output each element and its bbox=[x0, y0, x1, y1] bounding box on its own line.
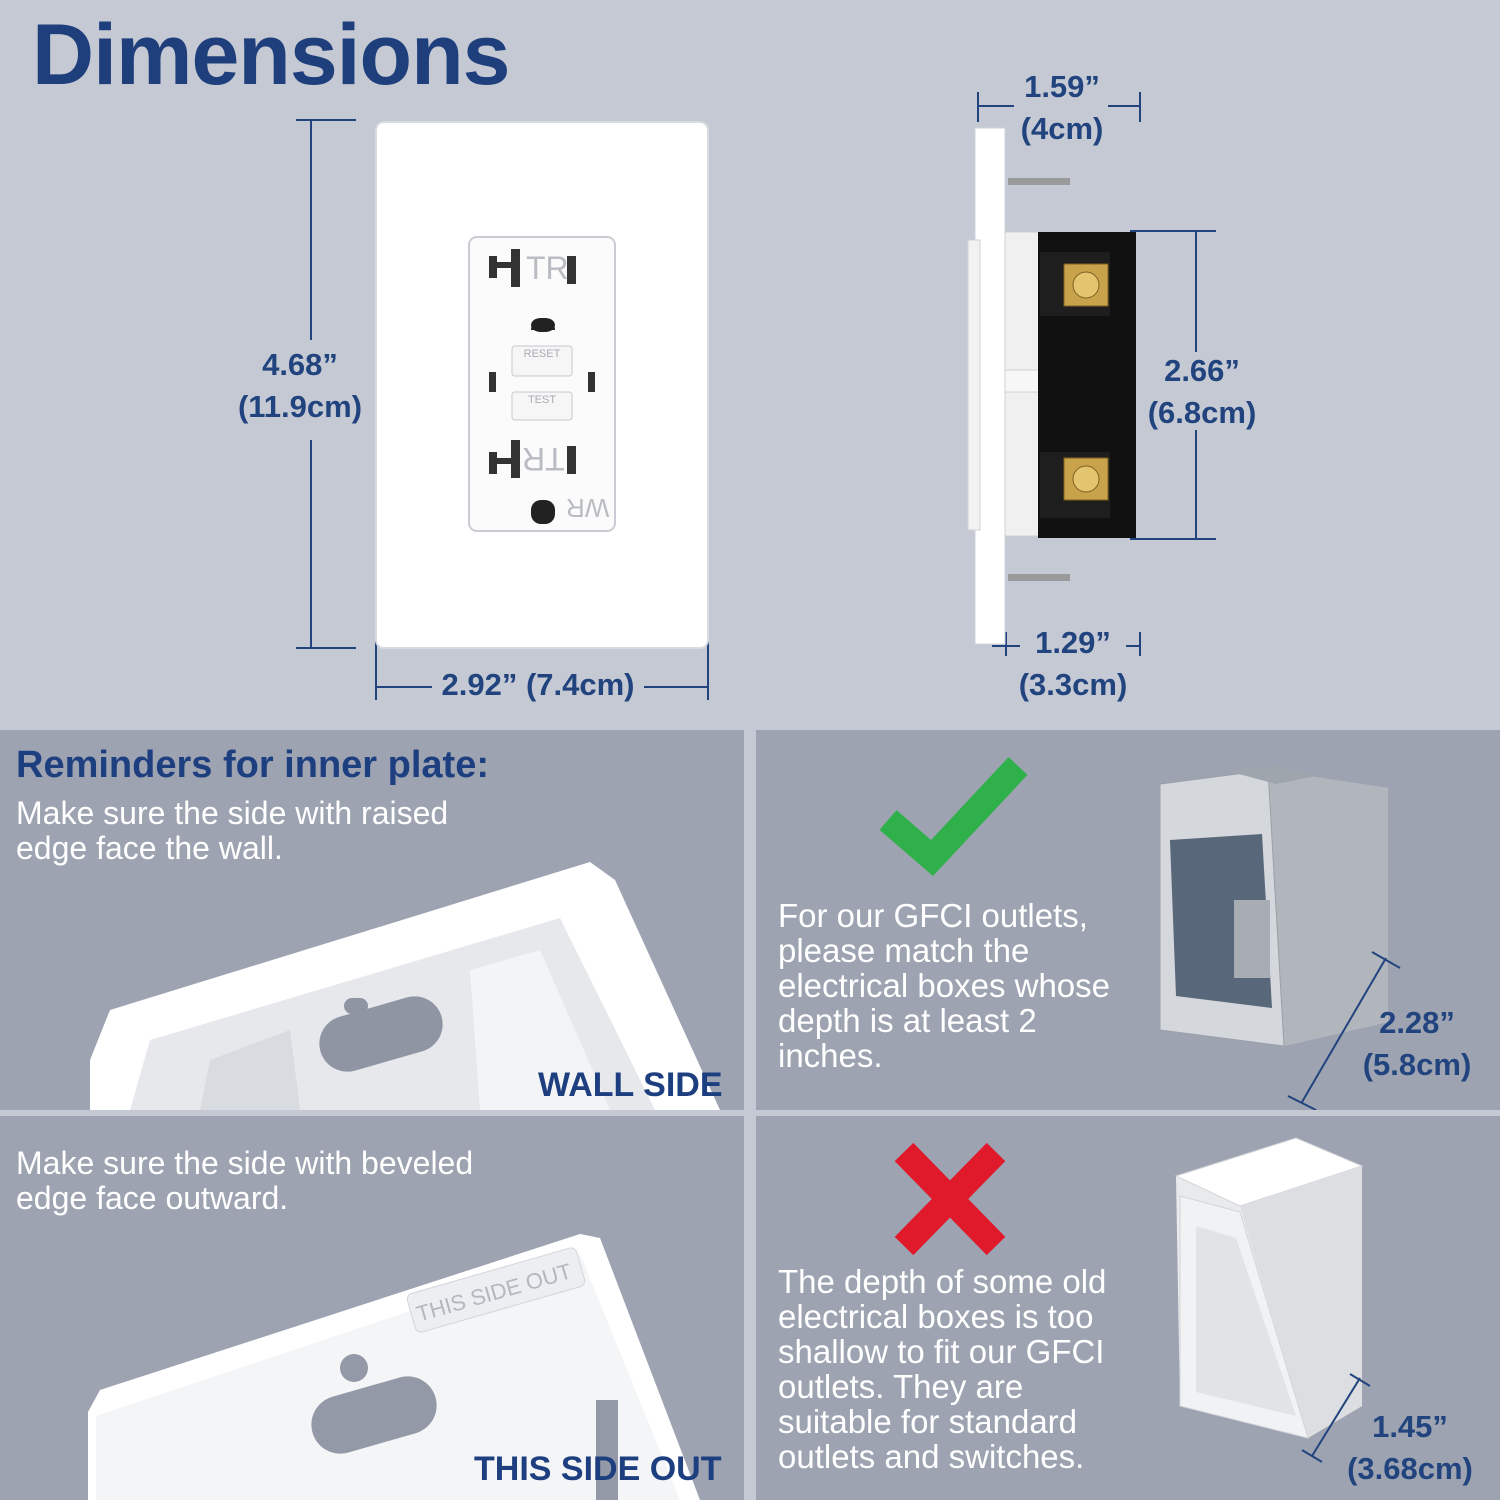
bad-box-text: The depth of some old electrical boxes i… bbox=[778, 1263, 1107, 1475]
good-box-text: For our GFCI outlets, please match the e… bbox=[778, 897, 1110, 1074]
good-box-panel: For our GFCI outlets, please match the e… bbox=[756, 730, 1500, 1110]
page-title: Dimensions bbox=[32, 7, 510, 103]
good-depth-inches: 2.28” bbox=[1379, 1005, 1455, 1040]
top-depth-cm: (4cm) bbox=[1020, 111, 1104, 146]
check-icon bbox=[879, 757, 1028, 877]
good-depth-cm: (5.8cm) bbox=[1362, 1047, 1472, 1082]
bottom-depth-cm: (3.3cm) bbox=[1018, 667, 1128, 702]
inner-plate-heading: Reminders for inner plate: bbox=[16, 744, 489, 786]
bad-depth-cm: (3.68cm) bbox=[1347, 1451, 1473, 1486]
bottom-depth-inches: 1.29” bbox=[1035, 625, 1111, 660]
bad-depth-inches: 1.45” bbox=[1372, 1409, 1448, 1444]
reset-button: RESET bbox=[523, 348, 561, 360]
width-label: 2.92” (7.4cm) bbox=[441, 667, 635, 702]
height-cm-label: (11.9cm) bbox=[237, 389, 363, 424]
wall-side-panel: Reminders for inner plate: Make sure the… bbox=[0, 730, 744, 1110]
top-tr-label: TR bbox=[526, 250, 569, 286]
test-button: TEST bbox=[527, 394, 557, 406]
top-depth-inches: 1.59” bbox=[1024, 69, 1100, 104]
front-view-illustration bbox=[296, 92, 1216, 700]
height-inches-label: 4.68” bbox=[262, 347, 338, 382]
bottom-tr-label: TR bbox=[522, 441, 565, 477]
wall-side-text: Make sure the side with raised edge face… bbox=[16, 795, 449, 866]
body-height-inches: 2.66” bbox=[1164, 353, 1240, 388]
wall-side-label: WALL SIDE bbox=[538, 1066, 723, 1104]
body-height-cm: (6.8cm) bbox=[1147, 395, 1257, 430]
side-out-text: Make sure the side with beveled edge fac… bbox=[16, 1145, 474, 1216]
wr-label: WR bbox=[566, 493, 610, 523]
side-out-label: THIS SIDE OUT bbox=[474, 1450, 722, 1488]
cross-icon bbox=[894, 1142, 1006, 1256]
side-out-panel: THIS SIDE OUT Make sure the side with be… bbox=[0, 1116, 744, 1500]
bad-box-panel: The depth of some old electrical boxes i… bbox=[756, 1116, 1500, 1500]
